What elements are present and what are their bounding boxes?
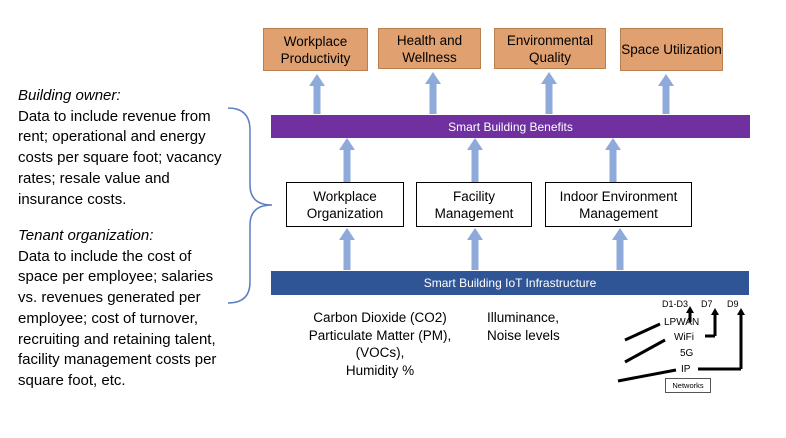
benefit-space-utilization: Space Utilization xyxy=(620,28,723,71)
sensor-line: Noise levels xyxy=(487,327,560,343)
box-workplace-organization: Workplace Organization xyxy=(286,182,404,227)
network-lines xyxy=(617,312,743,383)
network-ip: IP xyxy=(681,364,691,375)
networks-caption-box: Networks xyxy=(665,378,711,393)
iot-infrastructure-bar: Smart Building IoT Infrastructure xyxy=(271,271,749,295)
network-label-d9: D9 xyxy=(727,299,739,309)
smart-building-benefits-bar: Smart Building Benefits xyxy=(271,115,750,138)
sensor-line: Carbon Dioxide (CO2) xyxy=(313,310,447,325)
building-owner-section: Building owner: Data to include revenue … xyxy=(18,86,233,210)
tenant-organization-section: Tenant organization: Data to include the… xyxy=(18,226,233,392)
sensor-list-right: Illuminance, Noise levels xyxy=(487,309,560,344)
building-owner-title: Building owner: xyxy=(18,87,121,104)
sensor-line: Particulate Matter (PM), xyxy=(308,327,452,343)
network-lpwan: LPWAN xyxy=(664,317,700,328)
benefit-arrows xyxy=(313,80,670,270)
tenant-organization-text: Data to include the cost of space per em… xyxy=(18,247,217,389)
benefit-workplace-productivity: Workplace Productivity xyxy=(263,28,368,71)
network-arrow-heads xyxy=(686,306,745,315)
sensor-list-left: Carbon Dioxide (CO2) Particulate Matter … xyxy=(295,309,465,379)
tenant-organization-title: Tenant organization: xyxy=(18,227,154,244)
network-label-d1-d3: D1-D3 xyxy=(662,299,689,309)
network-5g: 5G xyxy=(680,348,694,359)
sensor-line: Humidity % xyxy=(345,362,415,378)
network-label-d7: D7 xyxy=(701,299,713,309)
sensor-line: (VOCs), xyxy=(355,345,405,360)
network-wifi: WiFi xyxy=(674,332,694,343)
sensor-line: Illuminance, xyxy=(487,310,560,325)
benefit-environmental-quality: Environmental Quality xyxy=(494,28,606,69)
benefit-health-wellness: Health and Wellness xyxy=(378,28,481,69)
box-facility-management: Facility Management xyxy=(416,182,532,227)
box-indoor-environment-management: Indoor Environment Management xyxy=(545,182,692,227)
arrow-heads xyxy=(309,72,674,240)
building-owner-text: Data to include revenue from rent; opera… xyxy=(18,107,222,208)
curly-brace xyxy=(227,107,273,304)
